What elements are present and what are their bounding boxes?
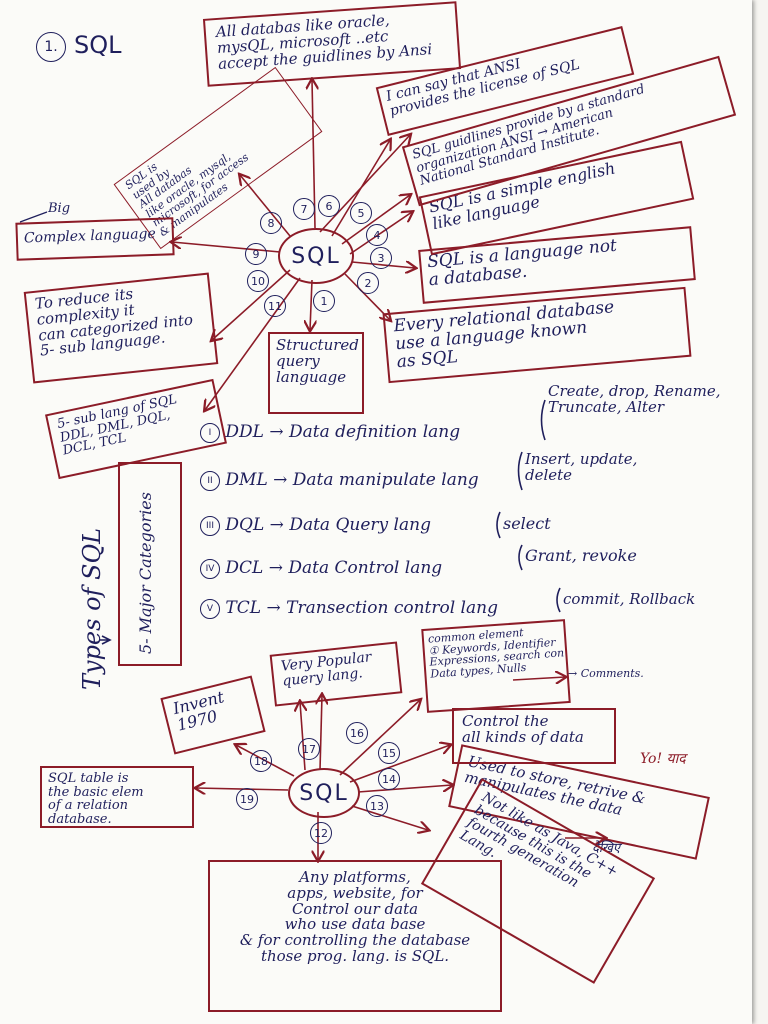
- type-cmds-3: select: [503, 514, 551, 533]
- arrow-b6: [331, 140, 390, 237]
- branch-2-text: Every relational database use a language…: [392, 297, 615, 372]
- badge-18: 18: [250, 750, 272, 772]
- badge-10: 10: [247, 270, 269, 292]
- badge-13: 13: [366, 795, 388, 817]
- type-cmds-4: Grant, revoke: [525, 546, 637, 565]
- badge-11: 11: [264, 295, 286, 317]
- branch-16-box: common element ① Keywords, Identifier Ex…: [421, 619, 571, 713]
- arrow-b15: [349, 745, 450, 783]
- branch-13-note2: देखिए: [592, 841, 621, 856]
- branch-12-box: Any platforms, apps, website, for Contro…: [208, 860, 502, 1012]
- branch-12-text: Any platforms, apps, website, for Contro…: [239, 868, 471, 965]
- arrow-b1: [310, 279, 312, 330]
- badge-7: 7: [293, 198, 315, 220]
- badge-4: 4: [366, 224, 388, 246]
- types-side-label: Types of SQL: [78, 527, 106, 690]
- badge-1: 1: [313, 290, 335, 312]
- arrow-b14: [357, 785, 452, 793]
- branch-10-text: To reduce its complexity it can categori…: [34, 284, 194, 360]
- types-category-box: 5- Major Categories: [118, 462, 182, 666]
- badge-5: 5: [350, 202, 372, 224]
- badge-12: 12: [310, 822, 332, 844]
- badge-14: 14: [378, 768, 400, 790]
- type-abbr-2: DML: [225, 470, 268, 490]
- type-mark-2: II: [200, 470, 220, 491]
- sql-hub-top: SQL: [278, 228, 354, 284]
- type-full-2: Data manipulate lang: [292, 470, 479, 490]
- branch-1-box: Structured query language: [268, 332, 364, 414]
- branch-18-text: Invent 1970: [171, 687, 226, 735]
- branch-16-text: common element ① Keywords, Identifier Ex…: [427, 626, 565, 681]
- type-full-3: Data Query lang: [289, 515, 431, 535]
- type-row-2: II DML → Data manipulate lang: [200, 470, 479, 491]
- badge-17: 17: [298, 738, 320, 760]
- branch-17-text: Very Popular query lang.: [280, 649, 373, 690]
- branch-16-extra: → Comments.: [568, 667, 644, 680]
- types-category-label: 5- Major Categories: [136, 492, 155, 654]
- arrow-b13: [351, 805, 428, 830]
- type-cmds-1: Create, drop, Rename, Truncate, Alter: [548, 382, 721, 416]
- type-mark-3: III: [200, 515, 220, 536]
- arrow-to-top-box: [312, 80, 315, 229]
- type-full-4: Data Control lang: [288, 558, 443, 578]
- branch-15-box: Control the all kinds of data: [452, 708, 616, 764]
- heading-index: 1.: [36, 32, 66, 62]
- branch-9-box: Complex language: [15, 217, 175, 261]
- type-mark-4: IV: [200, 558, 220, 579]
- sql-hub-bottom: SQL: [288, 768, 360, 818]
- type-row-5: V TCL → Transection control lang: [200, 598, 498, 619]
- arrow-b10: [212, 269, 291, 340]
- type-row-1: I DDL → Data definition lang: [200, 422, 460, 443]
- branch-13-note: Yo! याद: [640, 751, 686, 767]
- branch-9-label: Big: [48, 201, 71, 216]
- type-mark-1: I: [200, 422, 220, 443]
- branch-9-text: Complex language: [23, 225, 157, 247]
- badge-2: 2: [357, 272, 379, 294]
- type-cmds-2: Insert, update, delete: [525, 450, 638, 484]
- badge-6: 6: [318, 195, 340, 217]
- arrow-b8: [240, 175, 291, 237]
- branch-10-box: To reduce its complexity it can categori…: [23, 272, 219, 384]
- branch-19-box: SQL table is the basic elem of a relatio…: [40, 766, 194, 828]
- badge-8: 8: [260, 212, 282, 234]
- type-abbr-5: TCL: [225, 598, 262, 618]
- branch-19-text: SQL table is the basic elem of a relatio…: [48, 771, 144, 827]
- type-mark-5: V: [200, 598, 220, 619]
- type-abbr-4: DCL: [225, 558, 264, 578]
- badge-3: 3: [370, 247, 392, 269]
- badge-16: 16: [346, 722, 368, 744]
- type-abbr-3: DQL: [225, 515, 265, 535]
- badge-15: 15: [378, 742, 400, 764]
- type-cmds-5: commit, Rollback: [563, 590, 696, 608]
- type-full-5: Transection control lang: [286, 598, 498, 618]
- branch-1-text: Structured query language: [276, 336, 359, 386]
- type-row-4: IV DCL → Data Control lang: [200, 558, 442, 579]
- arrow-b5: [341, 195, 410, 245]
- arrow-b17: [320, 695, 322, 771]
- type-row-3: III DQL → Data Query lang: [200, 515, 431, 536]
- arrow-b16: [339, 700, 420, 776]
- top-box-text: All databas like oracle, mysQL, microsof…: [215, 10, 433, 73]
- badge-9: 9: [245, 243, 267, 265]
- arrow-b2: [344, 273, 390, 320]
- type-abbr-1: DDL: [225, 422, 264, 442]
- heading-title: SQL: [74, 31, 122, 59]
- type-full-1: Data definition lang: [289, 422, 461, 442]
- badge-19: 19: [236, 788, 258, 810]
- branch-15-text: Control the all kinds of data: [462, 712, 584, 746]
